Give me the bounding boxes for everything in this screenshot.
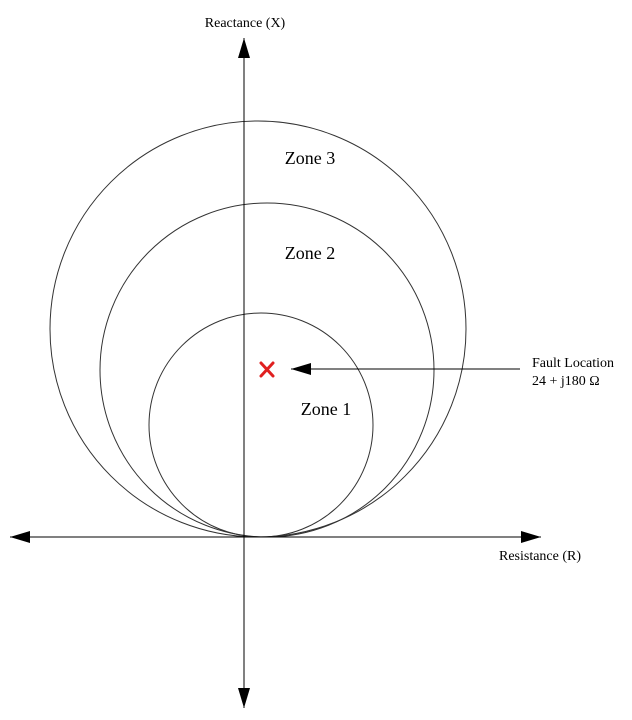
resistance-axis-label: Resistance (R) <box>499 549 581 564</box>
zone-1-circle <box>148 312 374 538</box>
zone-3-label: Zone 3 <box>285 148 335 168</box>
fault-impedance-value: 24 + j180 Ω <box>532 374 600 389</box>
fault-location-title: Fault Location <box>532 356 614 371</box>
zone-2-label: Zone 2 <box>285 243 335 263</box>
zone-1-label: Zone 1 <box>301 399 351 419</box>
zone-3-circle <box>49 120 467 538</box>
reactance-axis-label: Reactance (X) <box>205 16 286 31</box>
fault-marker-icon <box>259 361 275 378</box>
